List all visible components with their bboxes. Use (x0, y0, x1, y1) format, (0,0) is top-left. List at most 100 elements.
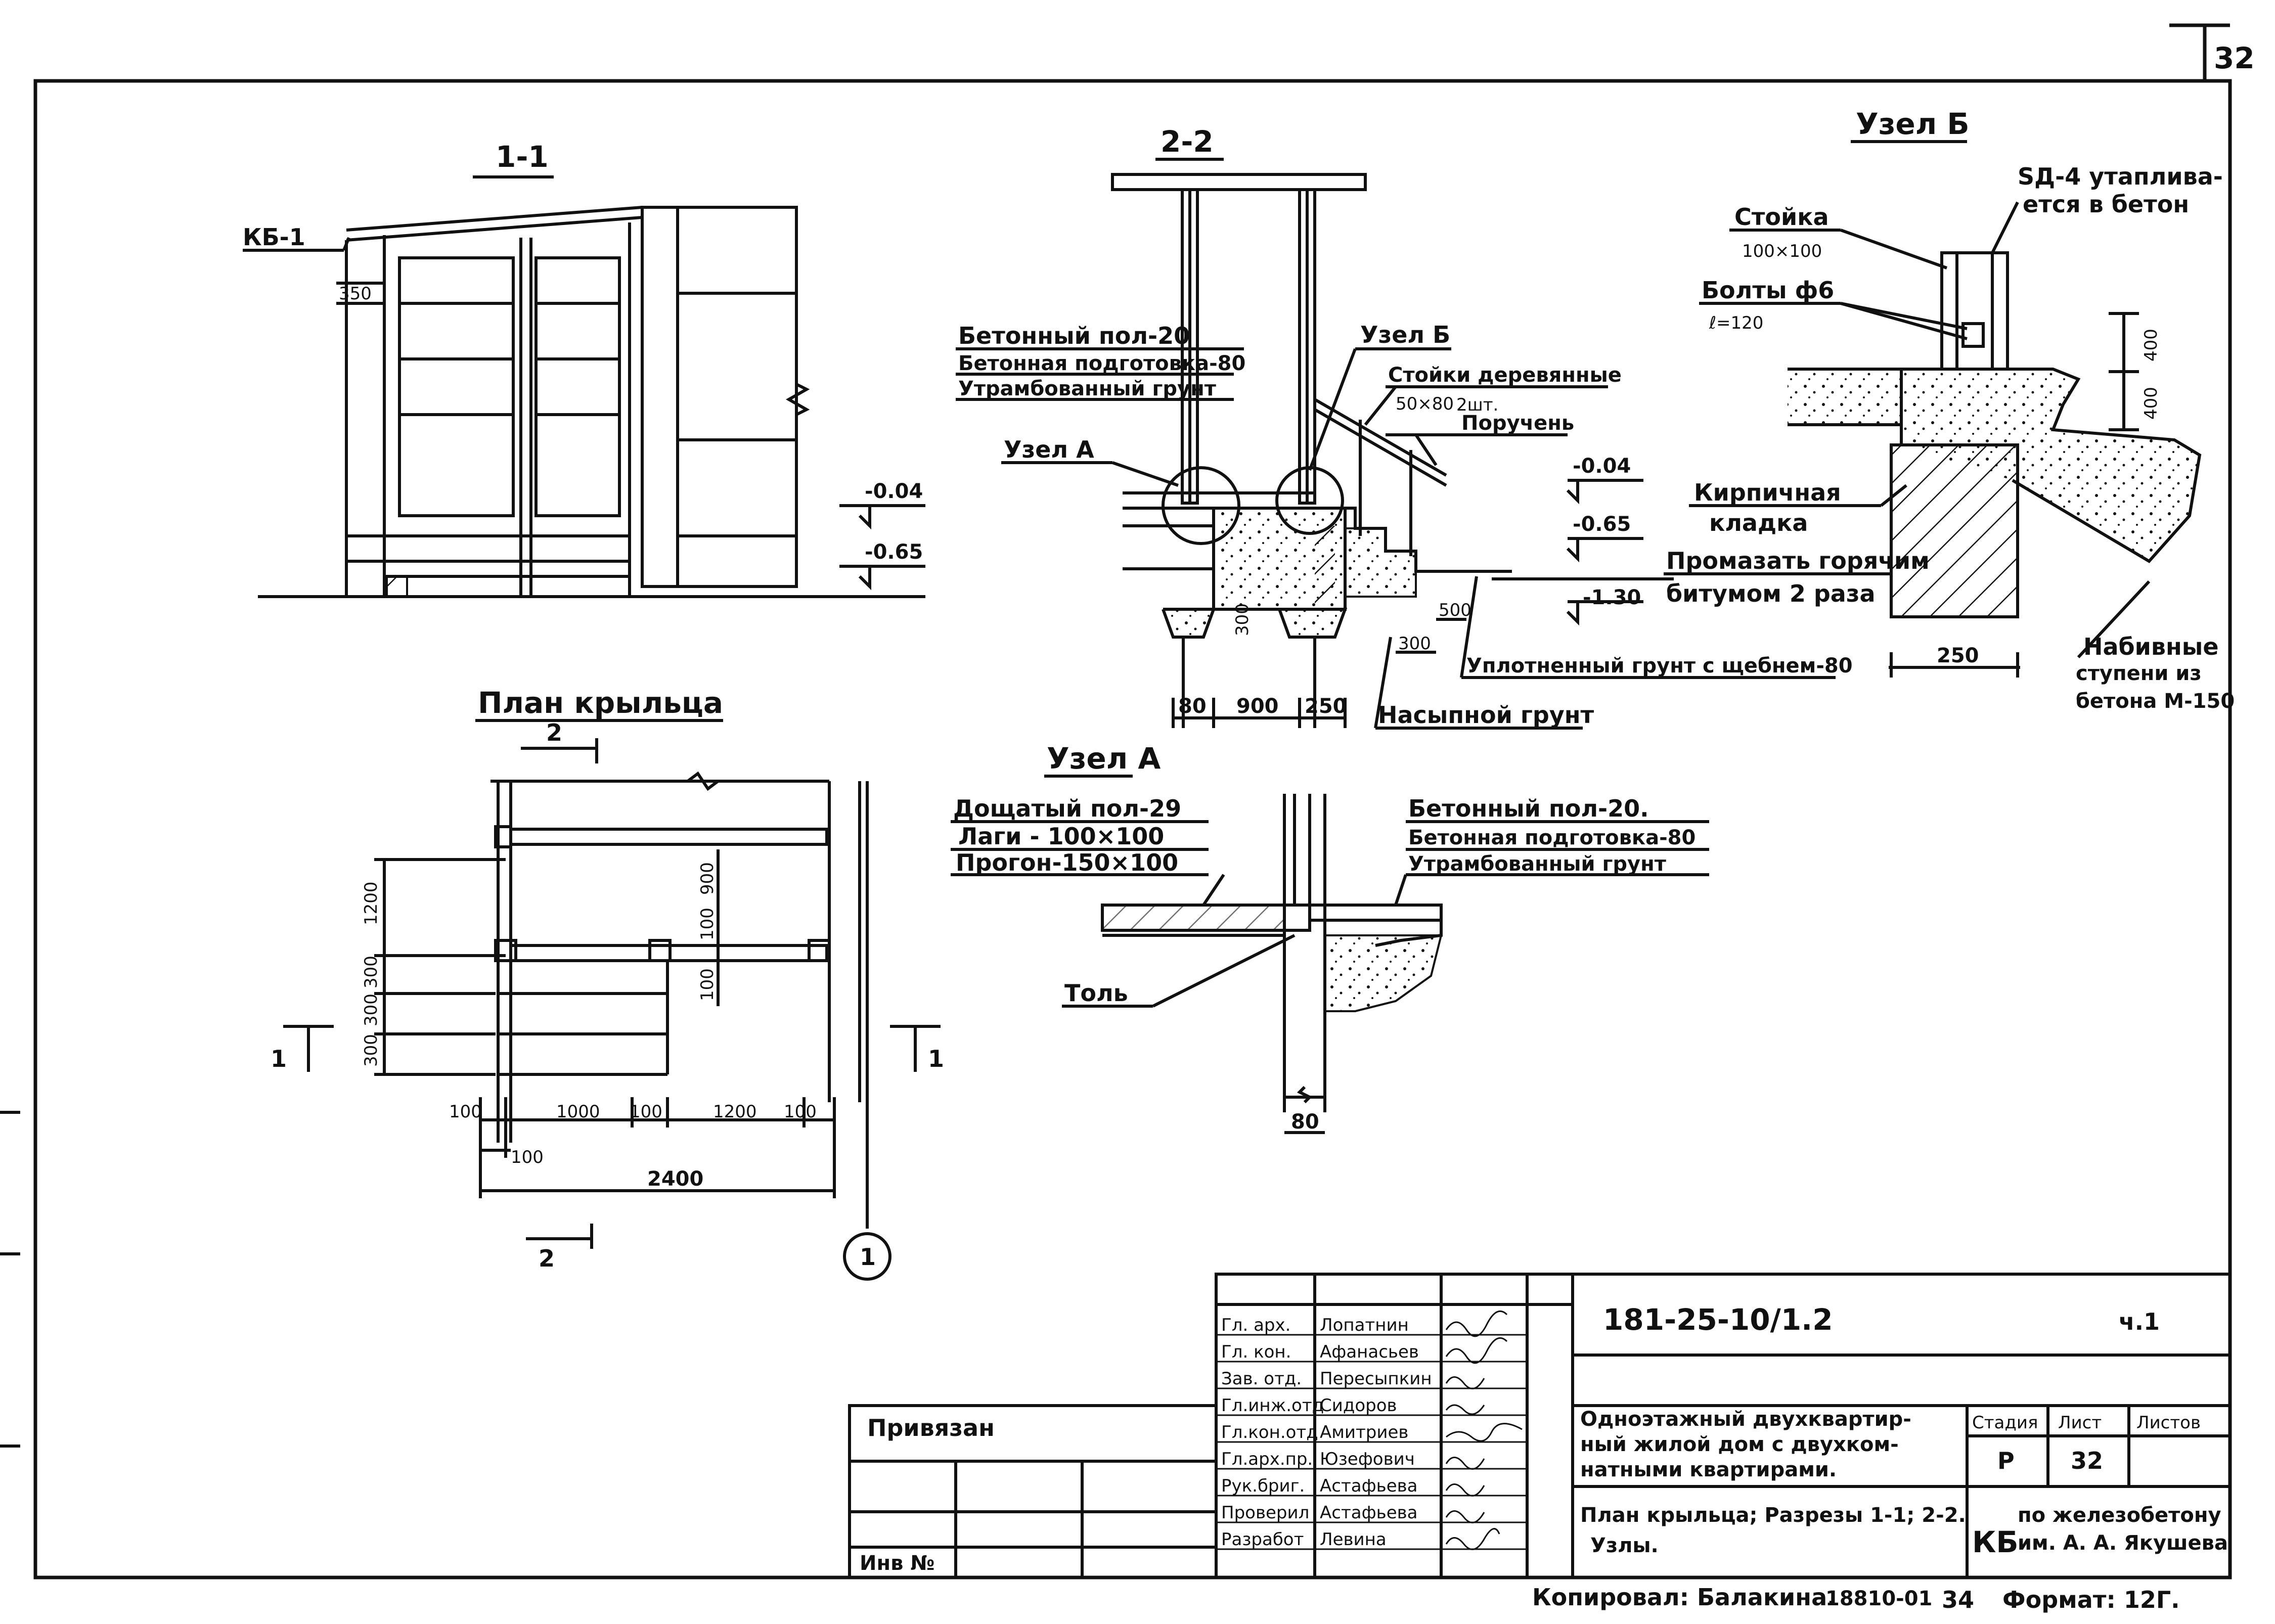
footer-format: Формат: 12Г. (2002, 1586, 2180, 1613)
node-b-detail: Узел Б (1664, 107, 2235, 713)
role-5: Гл.кон.отд (1221, 1422, 1318, 1442)
bolts-length: ℓ=120 (1709, 313, 1763, 333)
section-2-2-title: 2-2 (1161, 124, 1214, 159)
footer: Копировал: Балакина. 18810-01 34 Формат:… (1532, 1584, 2180, 1613)
cut-2-top: 2 (546, 719, 562, 746)
floor-layer-2: Бетонная подготовка-80 (958, 352, 1245, 375)
org-logo: КБ (1972, 1525, 2019, 1559)
sheet-value: 32 (2071, 1447, 2103, 1474)
dim-400-top: 400 (2141, 329, 2161, 362)
level-2-minus-0-04: -0.04 (1573, 455, 1631, 478)
project-line-3: натными квартирами. (1580, 1458, 1837, 1481)
porch-plan: План крыльца (271, 686, 944, 1281)
node-b-title: Узел Б (1856, 107, 1970, 141)
plan-dim-300-c: 300 (361, 1034, 381, 1067)
name-1: Лопатнин (1320, 1315, 1409, 1335)
plan-dim-100-left: 100 (449, 1102, 482, 1122)
axis-1-label: 1 (860, 1243, 876, 1271)
cut-1-left: 1 (271, 1045, 287, 1072)
sheet-number: 32 (2214, 41, 2255, 75)
org-line-2: им. А. А. Якушева (2018, 1531, 2228, 1555)
plan-dim-100-mid: 100 (630, 1102, 662, 1122)
role-3: Зав. отд. (1221, 1369, 1302, 1389)
plan-dim-100-a: 100 (697, 908, 718, 940)
tol-label: Толь (1064, 979, 1128, 1007)
plan-dim-300-a: 300 (361, 956, 381, 988)
floor-layer-3: Утрамбованный грунт (958, 377, 1217, 400)
section-2-2: 2-2 (956, 124, 1853, 730)
node-a-detail: Узел А (951, 741, 1709, 1134)
role-4: Гл.инж.отд (1221, 1395, 1324, 1416)
node-b-callout: Узел Б (1360, 321, 1450, 348)
drawing-part: ч.1 (2119, 1308, 2160, 1335)
posts-label: Стойки деревянные (1388, 364, 1622, 387)
name-7: Астафьева (1320, 1476, 1418, 1496)
floor-layer-1: Бетонный пол-20 (958, 322, 1190, 349)
level-minus-0-04: -0.04 (865, 480, 923, 503)
plan-dim-2400: 2400 (647, 1167, 703, 1191)
sheet-title-1: План крыльца; Разрезы 1-1; 2-2. (1580, 1504, 1966, 1527)
footer-34: 34 (1942, 1586, 1974, 1613)
node-a-layer-l1: Дощатый пол-29 (953, 795, 1181, 822)
plan-dim-100-b: 100 (697, 968, 718, 1001)
inv-label: Инв № (860, 1552, 934, 1575)
posts-size: 50×80 (1396, 394, 1454, 414)
dim-80-2: 80 (1178, 695, 1207, 718)
post-label: Стойка (1734, 203, 1829, 231)
name-9: Левина (1320, 1529, 1387, 1550)
margin-ticks (0, 1111, 20, 1448)
dim-300-found: 300 (1232, 603, 1253, 636)
sd4-line1: SД-4 утаплива- (2018, 163, 2223, 190)
plan-dim-1000: 1000 (556, 1102, 600, 1122)
dim-500: 500 (1439, 600, 1471, 620)
plan-dim-100-right: 100 (784, 1102, 817, 1122)
name-3: Пересыпкин (1320, 1369, 1432, 1389)
node-a-layer-r1: Бетонный пол-20. (1408, 795, 1649, 822)
sheet-title-2: Узлы. (1590, 1534, 1659, 1557)
plan-dim-1200: 1200 (713, 1102, 757, 1122)
name-6: Юзефович (1320, 1449, 1415, 1469)
plan-dim-900: 900 (697, 862, 718, 895)
stage-value: Р (1997, 1447, 2015, 1474)
title-block: 181-25-10/1.2 ч.1 Привязан Инв № Гл. арх… (848, 1273, 2232, 1579)
node-a-layer-r2: Бетонная подготовка-80 (1408, 826, 1696, 849)
plan-dim-300-b: 300 (361, 994, 381, 1026)
dim-250-2: 250 (1305, 695, 1347, 718)
handrail-label: Поручень (1461, 412, 1574, 435)
role-7: Рук.бриг. (1221, 1476, 1305, 1496)
sheet-header: Лист (2058, 1413, 2102, 1433)
node-a-layer-l2: Лаги - 100×100 (958, 823, 1164, 850)
bolts-label: Болты ф6 (1702, 277, 1834, 304)
section-1-1: 1-1 (243, 140, 925, 598)
steps-label-1: Набивные (2083, 633, 2219, 660)
posts-qty: 2шт. (1456, 395, 1498, 415)
name-8: Астафьева (1320, 1503, 1418, 1523)
post-size: 100×100 (1742, 241, 1822, 261)
kb1-label: КБ-1 (243, 223, 305, 251)
level-2-minus-0-65: -0.65 (1573, 513, 1631, 536)
name-5: Амитриев (1320, 1422, 1408, 1442)
name-4: Сидоров (1320, 1395, 1397, 1416)
node-a-callout: Узел А (1004, 436, 1094, 463)
cut-1-right: 1 (928, 1045, 944, 1072)
brick-label-1: Кирпичная (1694, 479, 1841, 506)
brick-label-2: кладка (1709, 509, 1808, 536)
level-2-minus-1-30: -1.30 (1583, 586, 1641, 609)
org-line-1: по железобетону (2018, 1504, 2221, 1527)
plan-dim-100-bottom: 100 (511, 1147, 544, 1167)
dim-350: 350 (339, 284, 372, 304)
dim-400-bottom: 400 (2141, 387, 2161, 420)
dim-900-2: 900 (1236, 695, 1279, 718)
section-1-1-title: 1-1 (496, 140, 549, 174)
footer-number: 18810-01 (1825, 1587, 1932, 1610)
fill-soil-label: Насыпной грунт (1378, 701, 1594, 729)
level-minus-0-65: -0.65 (865, 540, 923, 564)
node-a-title: Узел А (1047, 741, 1161, 776)
steps-label-3: бетона М-150 (2076, 690, 2235, 713)
role-9: Разработ (1221, 1529, 1304, 1550)
steps-label-2: ступени из (2076, 662, 2202, 685)
stage-header: Стадия (1972, 1413, 2038, 1433)
role-1: Гл. арх. (1221, 1315, 1290, 1335)
bitumen-label-2: битумом 2 раза (1666, 580, 1876, 607)
